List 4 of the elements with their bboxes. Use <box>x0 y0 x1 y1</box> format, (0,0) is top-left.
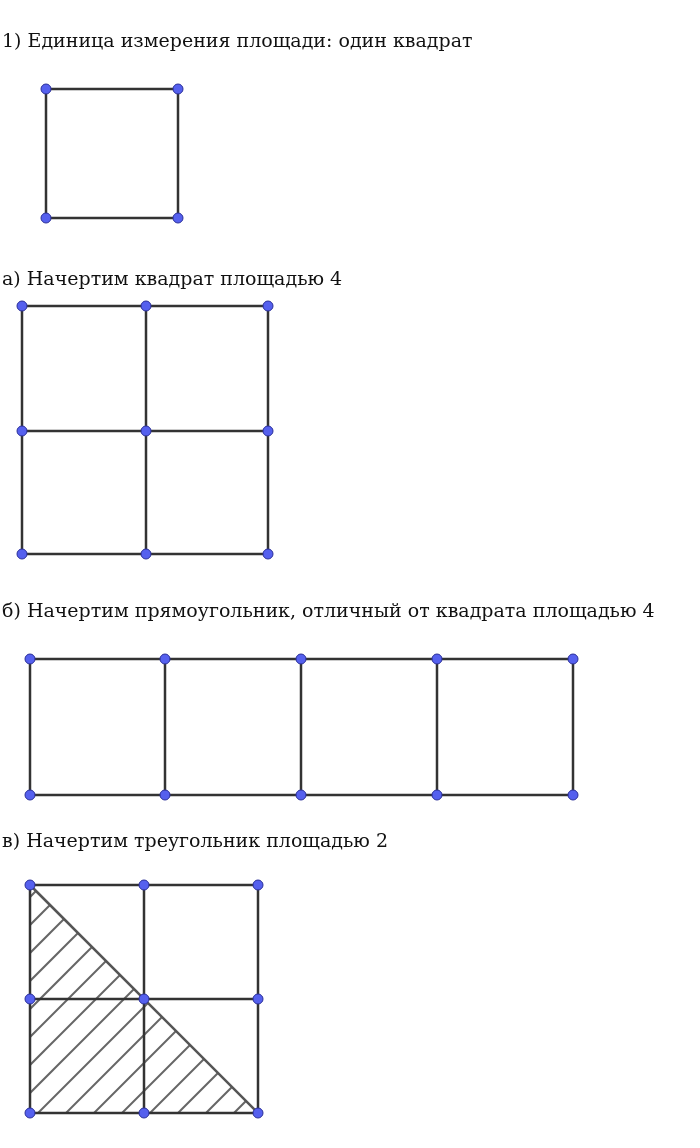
task-heading: в) Начертим треугольник площадью 2 <box>2 828 389 852</box>
task-heading: а) Начертим квадрат площадью 4 <box>2 266 343 290</box>
task-heading: б) Начертим прямоугольник, отличный от квадрата площадью 4 <box>2 598 655 622</box>
task-heading: 1) Единица измерения площади: один квадрат <box>2 28 473 52</box>
